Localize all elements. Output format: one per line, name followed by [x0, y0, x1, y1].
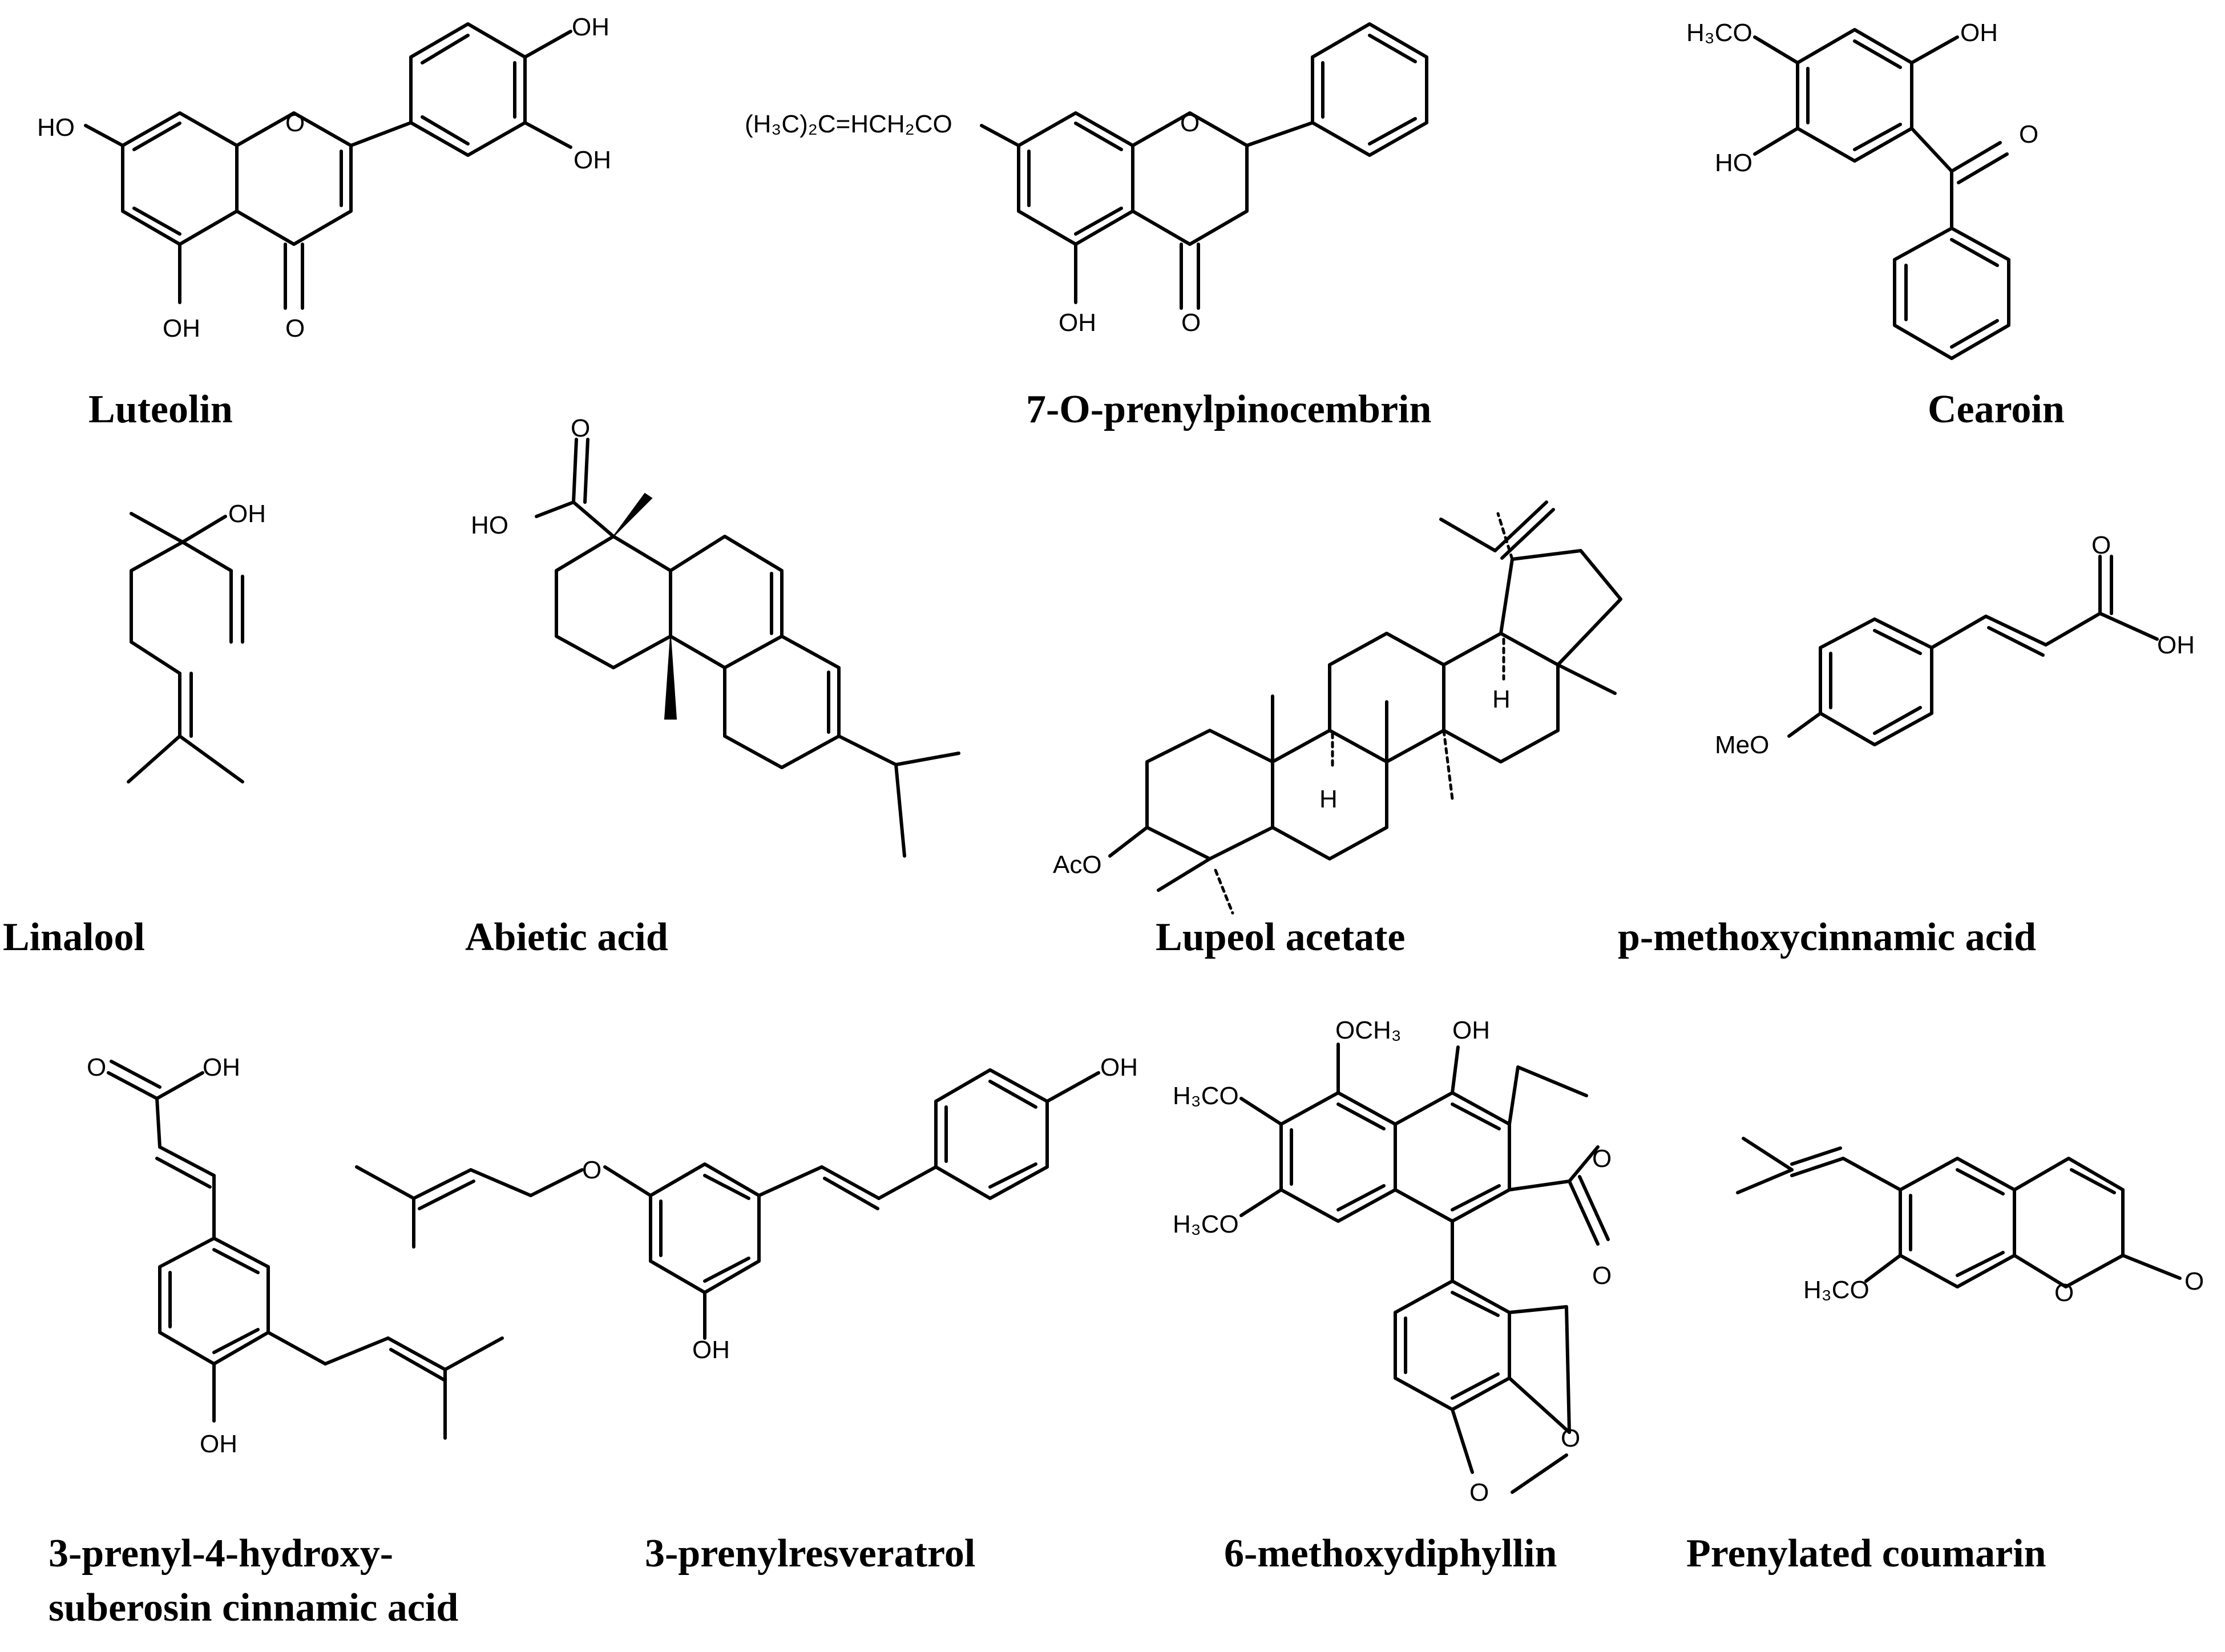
methoxydiphyllin-atom-2: OH	[1452, 1016, 1490, 1044]
methoxycinnamic-acid-atom-1: O	[2091, 531, 2111, 559]
methoxydiphyllin-atom-3: H₃CO	[1173, 1082, 1239, 1110]
methoxydiphyllin-atom-4: O	[1592, 1145, 1612, 1173]
compound-name-prenylresveratrol: 3-prenylresveratrol	[645, 1532, 975, 1576]
compound-name-abietic-acid: Abietic acid	[465, 915, 668, 959]
compound-name-luteolin: Luteolin	[88, 387, 233, 431]
methoxydiphyllin-atom-8: O	[1469, 1479, 1489, 1506]
compound-name-prenyl-hydroxycinnamic-2: suberosin cinnamic acid	[49, 1586, 458, 1630]
prenylpinocembrin-atom-3: OH	[1059, 309, 1096, 337]
luteolin-atom-2: OH	[574, 146, 611, 174]
abietic-acid-atom-1: O	[571, 414, 590, 442]
abietic-acid-structure	[535, 438, 960, 858]
luteolin-atom-4: O	[285, 109, 305, 137]
cearoin-atom-2: OH	[1960, 19, 1998, 47]
lupeol-acetate-structure	[1108, 500, 1622, 915]
compound-name-prenylated-coumarin: Prenylated coumarin	[1686, 1532, 2046, 1576]
lupeol-acetate-atom-2: H	[1492, 685, 1511, 713]
prenylated-coumarin-atom-2: O	[2054, 1279, 2074, 1307]
methoxycinnamic-acid-atom-3: MeO	[1715, 731, 1769, 759]
compound-name-prenylpinocembrin: 7-O-prenylpinocembrin	[1026, 387, 1431, 431]
luteolin-atom-3: HO	[37, 114, 75, 142]
linalool-structure	[127, 512, 244, 783]
prenyl-hydroxycinnamic-atom-1: O	[87, 1053, 106, 1081]
compound-name-methoxydiphyllin: 6-methoxydiphyllin	[1224, 1532, 1557, 1576]
cearoin-atom-1: H₃CO	[1686, 19, 1752, 47]
lupeol-acetate-atom-3: AcO	[1053, 851, 1102, 879]
prenyl-hydroxycinnamic-atom-3: OH	[200, 1430, 237, 1458]
compound-name-methoxycinnamic-acid: p-methoxycinnamic acid	[1618, 915, 2036, 959]
methoxydiphyllin-atom-5: H₃CO	[1173, 1210, 1239, 1238]
prenyl-hydroxycinnamic-atom-2: OH	[203, 1053, 240, 1081]
luteolin-atom-1: OH	[572, 13, 609, 41]
luteolin-structure	[84, 22, 572, 310]
prenylpinocembrin-atom-1: (H₃C)₂C=HCH₂CO	[745, 110, 952, 138]
methoxydiphyllin-atom-6: O	[1592, 1262, 1612, 1290]
luteolin-atom-5: OH	[163, 314, 200, 342]
prenylresveratrol-atom-2: O	[582, 1156, 601, 1184]
methoxycinnamic-acid-structure	[1787, 555, 2159, 746]
methoxycinnamic-acid-atom-2: OH	[2157, 631, 2195, 659]
compound-name-linalool: Linalool	[3, 915, 145, 959]
prenylpinocembrin-atom-4: O	[1181, 309, 1201, 337]
abietic-acid-atom-2: HO	[471, 511, 508, 539]
compound-name-cearoin: Cearoin	[1928, 387, 2065, 431]
methoxydiphyllin-atom-1: OCH₃	[1335, 1016, 1402, 1044]
lupeol-acetate-atom-1: H	[1319, 785, 1338, 813]
cearoin-atom-4: O	[2019, 120, 2038, 148]
prenylresveratrol-structure	[355, 1068, 1100, 1340]
compound-name-lupeol-acetate: Lupeol acetate	[1156, 915, 1405, 959]
prenylresveratrol-atom-3: OH	[692, 1336, 730, 1364]
prenylated-coumarin-atom-3: O	[2184, 1267, 2204, 1295]
cearoin-structure	[1753, 28, 2010, 360]
linalool-atom-1: OH	[228, 500, 266, 528]
luteolin-atom-6: O	[285, 314, 305, 342]
cearoin-atom-3: HO	[1715, 149, 1752, 177]
prenylresveratrol-atom-1: OH	[1100, 1053, 1138, 1081]
methoxydiphyllin-atom-7: O	[1561, 1424, 1580, 1452]
prenylpinocembrin-structure	[980, 22, 1428, 310]
prenylated-coumarin-atom-1: H₃CO	[1803, 1276, 1869, 1304]
compound-name-prenyl-hydroxycinnamic-1: 3-prenyl-4-hydroxy-	[49, 1532, 393, 1576]
prenylpinocembrin-atom-2: O	[1180, 109, 1200, 137]
methoxydiphyllin-structure	[1239, 1043, 1610, 1494]
prenylated-coumarin-structure	[1736, 1137, 2182, 1289]
prenyl-hydroxycinnamic-structure	[107, 1060, 504, 1440]
